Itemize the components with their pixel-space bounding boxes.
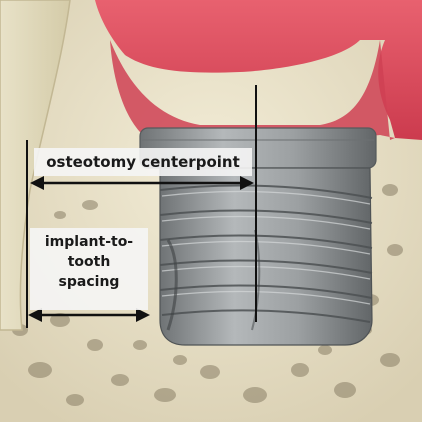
spacing-label-line-2: tooth (30, 252, 148, 272)
implant-body (160, 168, 372, 345)
spacing-label-line-1: implant-to- (30, 232, 148, 252)
spacing-label-line-3: spacing (30, 272, 148, 292)
implant-to-tooth-spacing-label: implant-to- tooth spacing (30, 228, 148, 310)
osteotomy-centerpoint-label: osteotomy centerpoint (34, 148, 252, 176)
